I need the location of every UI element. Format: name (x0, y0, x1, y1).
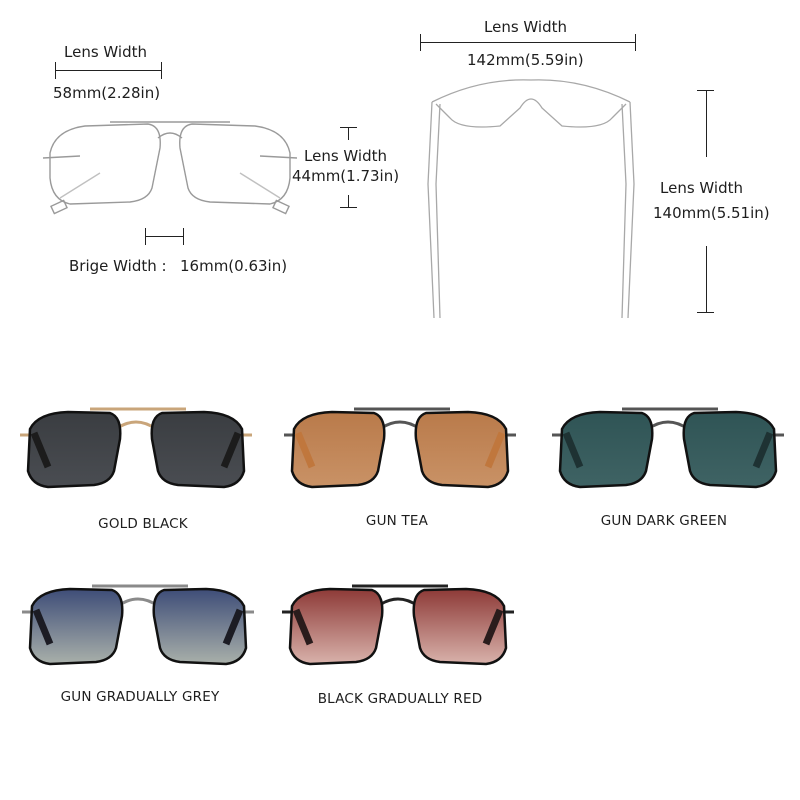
measure-tick (420, 34, 421, 51)
measure-tick (635, 34, 636, 51)
measure-tick (55, 62, 56, 79)
measure-tick (145, 228, 146, 245)
total-width-value: 142mm(5.59in) (467, 51, 584, 69)
sunglasses-black-gradually-red-image (282, 584, 514, 666)
glasses-top-sketch (427, 79, 635, 319)
lens-height-measure-line (348, 127, 349, 140)
temple-length-label: Lens Width (660, 179, 743, 197)
sunglasses-gun-gradually-grey-image (22, 584, 254, 666)
bridge-width-label: Brige Width : (69, 257, 167, 275)
measure-line (706, 246, 707, 312)
measure-tick (697, 90, 714, 91)
measure-tick (183, 228, 184, 245)
lens-height-label: Lens Width (304, 147, 387, 165)
variant-name: GUN DARK GREEN (600, 513, 728, 529)
measure-tick (697, 312, 714, 313)
front-lens-width-measure-line (55, 70, 161, 71)
bridge-width-measure-line (145, 236, 184, 237)
lens-height-value: 44mm(1.73in) (292, 167, 400, 185)
total-width-measure-line (420, 42, 635, 43)
variant-name: BLACK GRADUALLY RED (317, 691, 483, 707)
sunglasses-gun-dark-green-image (552, 407, 784, 489)
measure-tick (340, 127, 357, 128)
temple-length-measure-line (706, 90, 707, 157)
total-width-label: Lens Width (484, 18, 567, 36)
temple-length-value: 140mm(5.51in) (653, 204, 770, 222)
front-lens-width-value: 58mm(2.28in) (53, 84, 161, 102)
sunglasses-gold-black-image (20, 407, 252, 489)
measure-tick (161, 62, 162, 79)
measure-tick (340, 207, 357, 208)
bridge-width-value: 16mm(0.63in) (180, 257, 288, 275)
variant-name: GUN GRADUALLY GREY (60, 689, 220, 705)
sunglasses-gun-tea-image (284, 407, 516, 489)
front-lens-width-label: Lens Width (64, 43, 147, 61)
measure-line (348, 195, 349, 207)
glasses-front-sketch (42, 121, 298, 215)
variant-name: GOLD BLACK (98, 516, 188, 532)
variant-name: GUN TEA (365, 513, 429, 529)
